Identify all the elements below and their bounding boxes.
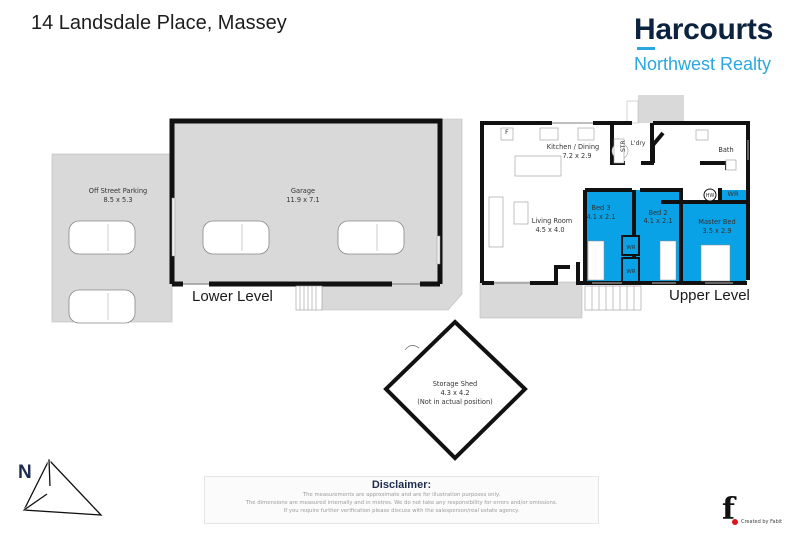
upper-walls — [480, 121, 750, 285]
hotwater-label: HW — [706, 193, 715, 199]
lower-level-label: Lower Level — [192, 288, 273, 305]
wardrobe-label-bed2: WR — [626, 269, 635, 275]
bed2-size: 4.1 x 2.1 — [643, 217, 672, 225]
logo-accent-bar — [637, 47, 655, 50]
shed-size: 4.3 x 4.2 — [440, 389, 469, 397]
compass: N — [18, 462, 32, 484]
shed-walls — [383, 319, 528, 461]
parking-label: Off Street Parking — [89, 187, 147, 195]
upper-level-label: Upper Level — [669, 287, 750, 304]
living-label: Living Room — [532, 217, 572, 225]
fabit-text: Created by Fabit — [741, 519, 783, 525]
property-address-title: 14 Landsdale Place, Massey — [31, 12, 287, 34]
master-bed-size: 3.5 x 2.9 — [702, 227, 731, 235]
disclaimer-line: The measurements are approximate and are… — [302, 492, 501, 498]
logo-office: Northwest Realty — [634, 54, 772, 74]
shed-note: (Not in actual position) — [417, 398, 492, 406]
parking-size: 8.5 x 5.3 — [103, 196, 132, 204]
living-size: 4.5 x 4.0 — [535, 226, 564, 234]
upper-stairs — [584, 285, 642, 311]
kitchen-fixtures — [488, 127, 737, 248]
wardrobe-label-bed3: WR — [626, 245, 635, 251]
storage-shed-plan: Storage Shed 4.3 x 4.2 (Not in actual po… — [383, 319, 528, 461]
top-deck — [638, 95, 684, 123]
kitchen-size: 7.2 x 2.9 — [562, 152, 591, 160]
car-icon — [202, 220, 270, 255]
laundry-label: L'dry — [631, 140, 646, 147]
fridge-label: F — [505, 128, 509, 136]
shed-door — [404, 345, 420, 351]
harcourts-logo: Harcourts Northwest Realty — [634, 13, 784, 74]
bed2-label: Bed 2 — [648, 209, 667, 217]
logo-brand: Harcourts — [634, 13, 774, 46]
upper-level-plan: F Kitchen / Dining 7.2 x 2.9 Living Room… — [479, 95, 750, 319]
bed3-label: Bed 3 — [591, 204, 610, 212]
car-icon — [68, 289, 136, 324]
car-icon — [68, 220, 136, 255]
bed-icons — [587, 240, 731, 282]
car-icons — [68, 220, 405, 324]
front-deck — [479, 281, 583, 319]
garage-label: Garage — [291, 187, 315, 195]
fabit-credit: f Created by Fabit — [722, 492, 782, 527]
kitchen-label: Kitchen / Dining — [547, 143, 599, 151]
disclaimer-line: If you require further verification plea… — [283, 508, 520, 514]
north-label: N — [18, 462, 32, 483]
bed3-size: 4.1 x 2.1 — [586, 213, 615, 221]
fabit-logo-icon: f — [722, 492, 735, 527]
storage-label: STR — [620, 140, 627, 152]
bath-label: Bath — [718, 146, 733, 154]
lower-stairs — [295, 285, 323, 311]
garage-floor — [172, 121, 440, 284]
master-bed-label: Master Bed — [698, 218, 735, 226]
wardrobe-label-master: WR — [728, 190, 739, 198]
shed-label: Storage Shed — [433, 380, 478, 388]
lower-level-plan: Off Street Parking 8.5 x 5.3 Garage 11.9… — [51, 118, 463, 324]
garage-size: 11.9 x 7.1 — [286, 196, 319, 204]
disclaimer-title: Disclaimer: — [371, 479, 432, 491]
car-icon — [337, 220, 405, 255]
disclaimer-box: Disclaimer: The measurements are approxi… — [204, 476, 599, 524]
fabit-dot-icon — [732, 519, 738, 525]
north-arrow-icon — [22, 458, 103, 516]
disclaimer-line: The dimensions are measured internally a… — [245, 500, 558, 506]
